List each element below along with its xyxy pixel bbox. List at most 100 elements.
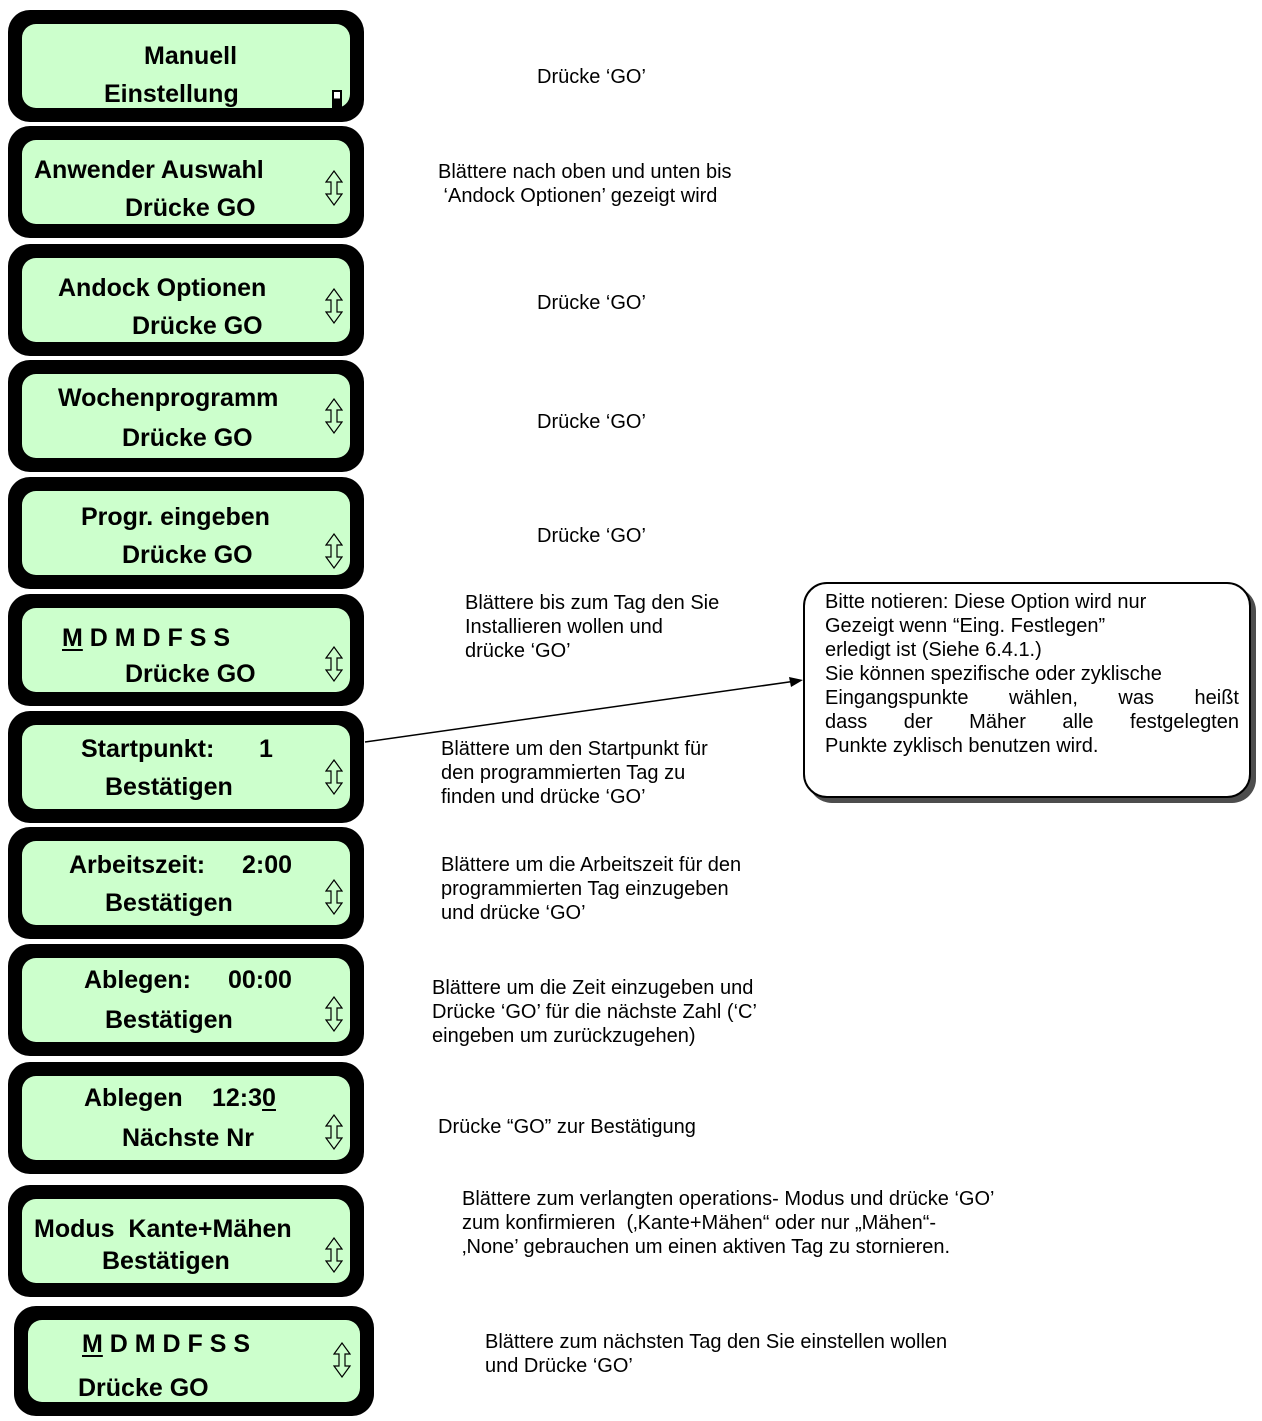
screen-line2: Nächste Nr [122, 1124, 254, 1152]
lcd-screen-manual-settings: Manuell Einstellung [8, 10, 364, 122]
instruction-step-6: Blättere bis zum Tag den Sie Installiere… [465, 591, 719, 663]
screen-line1: Progr. eingeben [81, 503, 270, 531]
lcd-screen-day-select: M D M D F S S Drücke GO [8, 594, 364, 706]
note-line: dass der Mäher alle festgelegten [825, 711, 1239, 733]
instruction-step-2: Blättere nach oben und unten bis ‘Andock… [438, 160, 732, 208]
screen-line2: Bestätigen [105, 1006, 233, 1034]
instruction-step-9: Blättere um die Zeit einzugeben und Drüc… [432, 976, 757, 1048]
scroll-up-down-icon [325, 759, 343, 795]
instruction-line: Blättere zum nächsten Tag den Sie einste… [485, 1331, 948, 1353]
day-letters: D M D F S S [82, 624, 231, 652]
instruction-line: Blättere um den Startpunkt für [441, 738, 708, 760]
screen-line1-value: 12:30 [212, 1084, 276, 1112]
screen-line2: Drücke GO [132, 312, 263, 340]
lcd-screen-store-next-digit: Ablegen 12:30 Nächste Nr [8, 1062, 364, 1174]
instruction-line: drücke ‘GO’ [465, 640, 571, 662]
instruction-step-10: Drücke “GO” zur Bestätigung [438, 1115, 696, 1139]
instruction-line: eingeben um zurückzugehen) [432, 1025, 696, 1047]
instruction-line: und drücke ‘GO’ [441, 902, 586, 924]
instruction-line: den programmierten Tag zu [441, 762, 686, 784]
instruction-step-3: Drücke ‘GO’ [537, 291, 646, 315]
screen-line2: Drücke GO [78, 1374, 209, 1402]
note-callout: Bitte notieren: Diese Option wird nur Ge… [803, 582, 1251, 798]
note-line: Eingangspunkte wählen, was heißt [825, 687, 1239, 709]
instruction-line: Drücke ‘GO’ für die nächste Zahl (‘C’ [432, 1001, 757, 1023]
screen-line2: Einstellung [104, 80, 239, 108]
scroll-up-down-icon [325, 170, 343, 206]
screen-line1: Wochenprogramm [58, 384, 279, 412]
screen-line2: Drücke GO [122, 541, 253, 569]
screen-line2: Bestätigen [102, 1247, 230, 1275]
instruction-step-12: Blättere zum nächsten Tag den Sie einste… [485, 1330, 947, 1378]
scroll-up-down-icon [325, 1114, 343, 1150]
instruction-step-4: Drücke ‘GO’ [537, 410, 646, 434]
day-letters: D M D F S S [102, 1330, 251, 1358]
instruction-step-8: Blättere um die Arbeitszeit für den prog… [441, 853, 741, 925]
screen-line1-label: Ablegen: [84, 966, 191, 994]
instruction-line: Installieren wollen und [465, 616, 663, 638]
note-line: Bitte notieren: Diese Option wird nur [825, 591, 1147, 613]
instruction-line: Drücke ‘GO’ [537, 411, 646, 433]
lcd-screen-store-time: Ablegen: 00:00 Bestätigen [8, 944, 364, 1056]
instruction-line: programmierten Tag einzugeben [441, 878, 729, 900]
cursor-digit: 0 [262, 1084, 276, 1112]
screen-line1-label: Ablegen [84, 1084, 183, 1112]
battery-icon [332, 90, 342, 108]
time-digits: 12:3 [212, 1084, 263, 1112]
screen-line1-label: Arbeitszeit: [69, 851, 206, 879]
lcd-screen-next-day: M D M D F S S Drücke GO [14, 1306, 374, 1416]
scroll-up-down-icon [333, 1342, 351, 1378]
scroll-up-down-icon [325, 1237, 343, 1273]
instruction-line: Blättere nach oben und unten bis [438, 161, 732, 183]
instruction-line: Blättere um die Arbeitszeit für den [441, 854, 742, 876]
instruction-line: Drücke “GO” zur Bestätigung [438, 1116, 696, 1138]
instruction-line: Blättere zum verlangten operations- Modu… [462, 1188, 995, 1210]
screen-line2: Drücke GO [125, 660, 256, 688]
instruction-line: Blättere bis zum Tag den Sie [465, 592, 720, 614]
screen-line2: Drücke GO [125, 194, 256, 222]
screen-line2: Drücke GO [122, 424, 253, 452]
screen-line1-value: 2:00 [242, 851, 293, 879]
scroll-up-down-icon [325, 996, 343, 1032]
screen-line1: Manuell [144, 42, 238, 70]
lcd-screen-docking-options: Andock Optionen Drücke GO [8, 244, 364, 356]
instruction-line: zum konfirmieren (‚Kante+Mähen“ oder nur… [462, 1212, 937, 1234]
screen-line2: Bestätigen [105, 773, 233, 801]
lcd-screen-work-time: Arbeitszeit: 2:00 Bestätigen [8, 827, 364, 939]
cursor-day: M [62, 624, 83, 652]
instruction-line: und Drücke ‘GO’ [485, 1355, 633, 1377]
scroll-up-down-icon [325, 288, 343, 324]
instruction-line: ‚None’ gebrauchen um einen aktiven Tag z… [462, 1236, 951, 1258]
screen-line1: Anwender Auswahl [34, 156, 264, 184]
instruction-step-1: Drücke ‘GO’ [537, 65, 646, 89]
lcd-screen-weekly-program: Wochenprogramm Drücke GO [8, 360, 364, 472]
instruction-line: Blättere um die Zeit einzugeben und [432, 977, 754, 999]
note-line: erledigt ist (Siehe 6.4.1.) [825, 639, 1042, 661]
cursor-day: M [82, 1330, 103, 1358]
instruction-line: Drücke ‘GO’ [537, 66, 646, 88]
scroll-up-down-icon [325, 533, 343, 569]
screen-line1-value: 00:00 [228, 966, 292, 994]
scroll-up-down-icon [325, 398, 343, 434]
screen-line1-label: Startpunkt: [81, 735, 215, 763]
screen-line1: Modus Kante+Mähen [34, 1215, 292, 1243]
screen-line1-value: 1 [259, 735, 273, 763]
lcd-screen-start-point: Startpunkt: 1 Bestätigen [8, 711, 364, 823]
instruction-step-7: Blättere um den Startpunkt für den progr… [441, 737, 708, 809]
scroll-up-down-icon [325, 879, 343, 915]
screen-line1: M D M D F S S [62, 624, 230, 652]
instruction-step-5: Drücke ‘GO’ [537, 524, 646, 548]
screen-line1: Andock Optionen [58, 274, 267, 302]
lcd-screen-enter-program: Progr. eingeben Drücke GO [8, 477, 364, 589]
lcd-screen-user-selection: Anwender Auswahl Drücke GO [8, 126, 364, 238]
note-line: Punkte zyklisch benutzen wird. [825, 735, 1099, 757]
lcd-screen-mode: Modus Kante+Mähen Bestätigen [8, 1185, 364, 1297]
screen-line1: M D M D F S S [82, 1330, 250, 1358]
instruction-line: Drücke ‘GO’ [537, 292, 646, 314]
instruction-step-11: Blättere zum verlangten operations- Modu… [462, 1187, 995, 1259]
note-line: Gezeigt wenn “Eing. Festlegen” [825, 615, 1106, 637]
instruction-line: finden und drücke ‘GO’ [441, 786, 646, 808]
scroll-up-down-icon [325, 646, 343, 682]
screen-line2: Bestätigen [105, 889, 233, 917]
